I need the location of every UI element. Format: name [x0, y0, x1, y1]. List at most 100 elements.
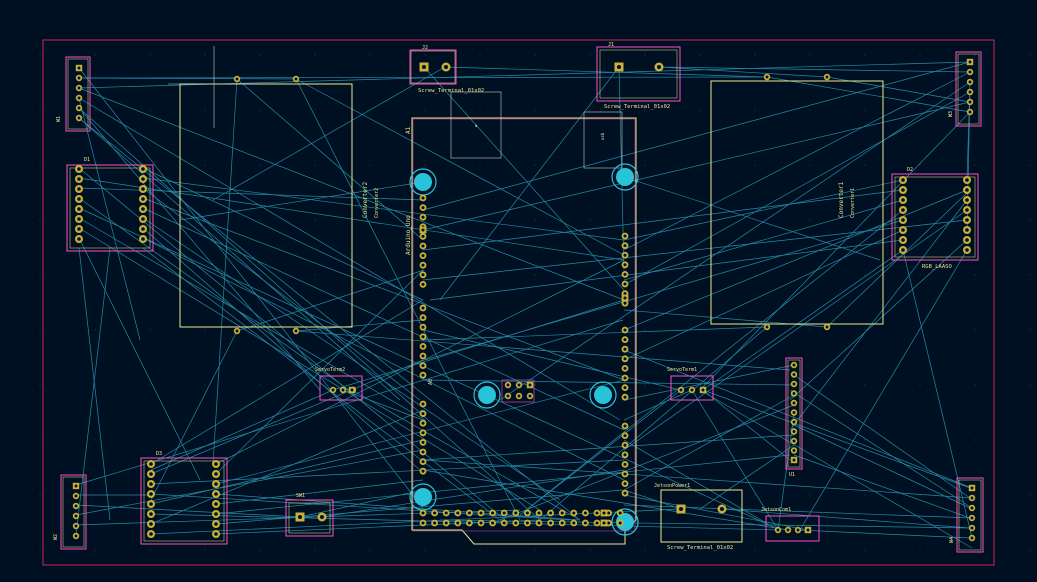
arduino-a1-footprint[interactable]: ▮ usb A1 Arduino_Uno A0 [405, 91, 637, 545]
converter2-value: Converter2 [374, 188, 380, 218]
pad-hole [623, 234, 627, 238]
pad-hole [491, 521, 495, 525]
jetsoncom1-footprint[interactable]: JetsonCom1 [761, 507, 820, 542]
grid-dot [259, 439, 261, 441]
grid-dot [149, 109, 151, 111]
grid-dot [644, 439, 646, 441]
pad-hole [214, 482, 218, 486]
d2-footprint[interactable]: D2 RGB_LAASO [891, 167, 979, 270]
ratsnest-line [623, 176, 881, 261]
pad-hole [623, 244, 627, 248]
grid-dot [864, 439, 866, 441]
grid-dot [39, 164, 41, 166]
grid-dot [479, 54, 481, 56]
d3-footprint[interactable]: D3 [140, 451, 228, 545]
pad-hole [421, 421, 425, 425]
j2-footprint[interactable]: J2 Screw_Terminal_01x02 [409, 45, 484, 94]
pad-hole [319, 514, 325, 520]
sw1-footprint[interactable]: SW1 [285, 493, 334, 537]
w1-footprint[interactable]: W1 [56, 56, 91, 132]
ratsnest-line [150, 330, 238, 501]
ratsnest-line [150, 508, 681, 535]
pad-hole [607, 511, 611, 515]
ratsnest-line [789, 389, 973, 509]
ratsnest-line [789, 199, 968, 431]
grid-dot [534, 549, 536, 551]
sw1-ref: SW1 [296, 493, 305, 499]
grid-dot [259, 164, 261, 166]
ratsnest-line [766, 76, 971, 113]
ratsnest-line [623, 439, 779, 531]
w4-ref: W4 [949, 537, 955, 543]
servoterm2-footprint[interactable]: ServoTerm2 [315, 367, 363, 401]
pad-hole [149, 532, 153, 536]
grid-dot [1029, 384, 1031, 386]
pad-hole [525, 521, 529, 525]
ratsnest-line [422, 189, 904, 251]
w3-footprint[interactable]: W3 [948, 51, 982, 127]
pad-hole [149, 482, 153, 486]
pad-hole [350, 388, 354, 392]
ratsnest-line [658, 66, 828, 78]
u1-footprint[interactable]: U1 [785, 357, 803, 478]
pad-hole [825, 325, 829, 329]
mount-hole [589, 381, 617, 409]
grid-dot [974, 384, 976, 386]
pad-hole [901, 188, 905, 192]
d1-footprint[interactable]: D1 [66, 157, 154, 252]
grid-dot [94, 439, 96, 441]
pad-hole [421, 402, 425, 406]
ratsnest-line [422, 61, 971, 211]
j1-footprint[interactable]: J1 Screw_Terminal_01x02 [596, 42, 681, 110]
pad-hole [514, 511, 518, 515]
grid-dot [369, 384, 371, 386]
grid-dot [204, 164, 206, 166]
converter1-footprint[interactable]: Converter1 Converter1 [710, 80, 884, 325]
grid-dot [39, 384, 41, 386]
grid-dot [1029, 549, 1031, 551]
pad-hole [690, 388, 694, 392]
ratsnest-line [150, 513, 781, 531]
pad-hole [421, 354, 425, 358]
grid-dot [424, 164, 426, 166]
pad-hole [560, 511, 564, 515]
svg-text:usb: usb [600, 132, 605, 140]
pad-hole [623, 472, 627, 476]
pad-hole [433, 511, 437, 515]
ratsnest-line [236, 269, 425, 332]
jetsonpower1-footprint[interactable]: JetsonPower1 Screw_Terminal_01x02 [654, 483, 743, 551]
ratsnest-line [78, 97, 141, 341]
converter2-footprint[interactable]: Converter2 Converter2 [168, 46, 380, 328]
ratsnest-line [422, 326, 768, 341]
pad-hole [965, 178, 969, 182]
ratsnest-line [702, 389, 971, 489]
servoterm1-footprint[interactable]: ServoTerm1 [667, 367, 714, 401]
pad-hole [421, 364, 425, 368]
ratsnest-line [691, 389, 779, 531]
w4-footprint[interactable]: W4 [949, 477, 984, 553]
grid-dot [259, 219, 261, 221]
grid-dot [39, 274, 41, 276]
grid-dot [369, 329, 371, 331]
pad-hole [549, 521, 553, 525]
ratsnest-line [78, 217, 426, 421]
jetsoncom1-ref: JetsonCom1 [761, 507, 791, 513]
ratsnest-line [78, 237, 201, 481]
grid-dot [589, 384, 591, 386]
ratsnest-line [299, 489, 424, 518]
pad-hole [970, 516, 974, 520]
grid-dot [644, 384, 646, 386]
pad-hole [421, 206, 425, 210]
ratsnest-line [623, 489, 682, 510]
ratsnest-line [422, 101, 971, 231]
grid-dot [974, 164, 976, 166]
pad-hole [965, 188, 969, 192]
w2-footprint[interactable]: W2 [53, 474, 87, 550]
pad-hole [141, 167, 145, 171]
grid-dot [39, 549, 41, 551]
grid-dot [754, 164, 756, 166]
grid-dot [534, 54, 536, 56]
grid-dot [94, 329, 96, 331]
grid-dot [919, 384, 921, 386]
